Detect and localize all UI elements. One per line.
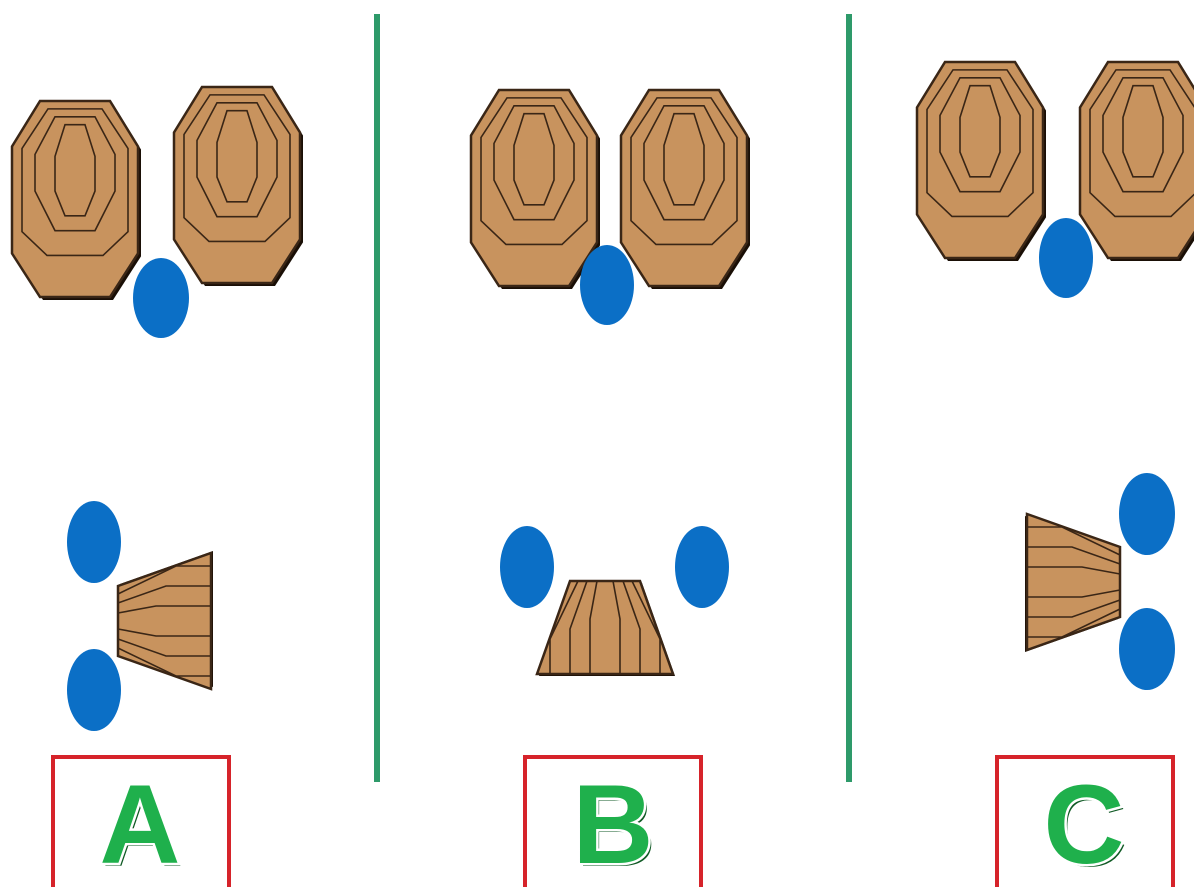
panel-label-box xyxy=(51,755,231,887)
steel-popper-icon xyxy=(67,501,121,583)
panel-label-box xyxy=(995,755,1175,887)
partial-target-icon xyxy=(535,579,677,678)
panel-label: A xyxy=(100,762,181,887)
panel-label: C xyxy=(1044,762,1125,887)
panel-label: B xyxy=(576,765,657,887)
panel-c: C C xyxy=(915,60,1194,887)
panel-a: A A xyxy=(10,85,305,887)
panel-label: B xyxy=(573,762,654,887)
octagon-target-icon xyxy=(469,88,602,291)
partial-target-icon xyxy=(1023,512,1122,654)
steel-popper-icon xyxy=(133,258,189,338)
panel-label: C xyxy=(1047,765,1128,887)
steel-popper-icon xyxy=(580,245,634,325)
partial-target-icon xyxy=(116,549,215,691)
octagon-target-icon xyxy=(1078,60,1194,263)
octagon-target-icon xyxy=(172,85,305,288)
panel-label-box xyxy=(523,755,703,887)
panel-label: A xyxy=(103,765,184,887)
octagon-target-icon xyxy=(915,60,1048,263)
panel-b: B B xyxy=(469,88,752,887)
steel-popper-icon xyxy=(675,526,729,608)
octagon-target-icon xyxy=(10,99,143,302)
steel-popper-icon xyxy=(1119,608,1175,690)
steel-popper-icon xyxy=(500,526,554,608)
steel-popper-icon xyxy=(67,649,121,731)
octagon-target-icon xyxy=(619,88,752,291)
steel-popper-icon xyxy=(1039,218,1093,298)
steel-popper-icon xyxy=(1119,473,1175,555)
